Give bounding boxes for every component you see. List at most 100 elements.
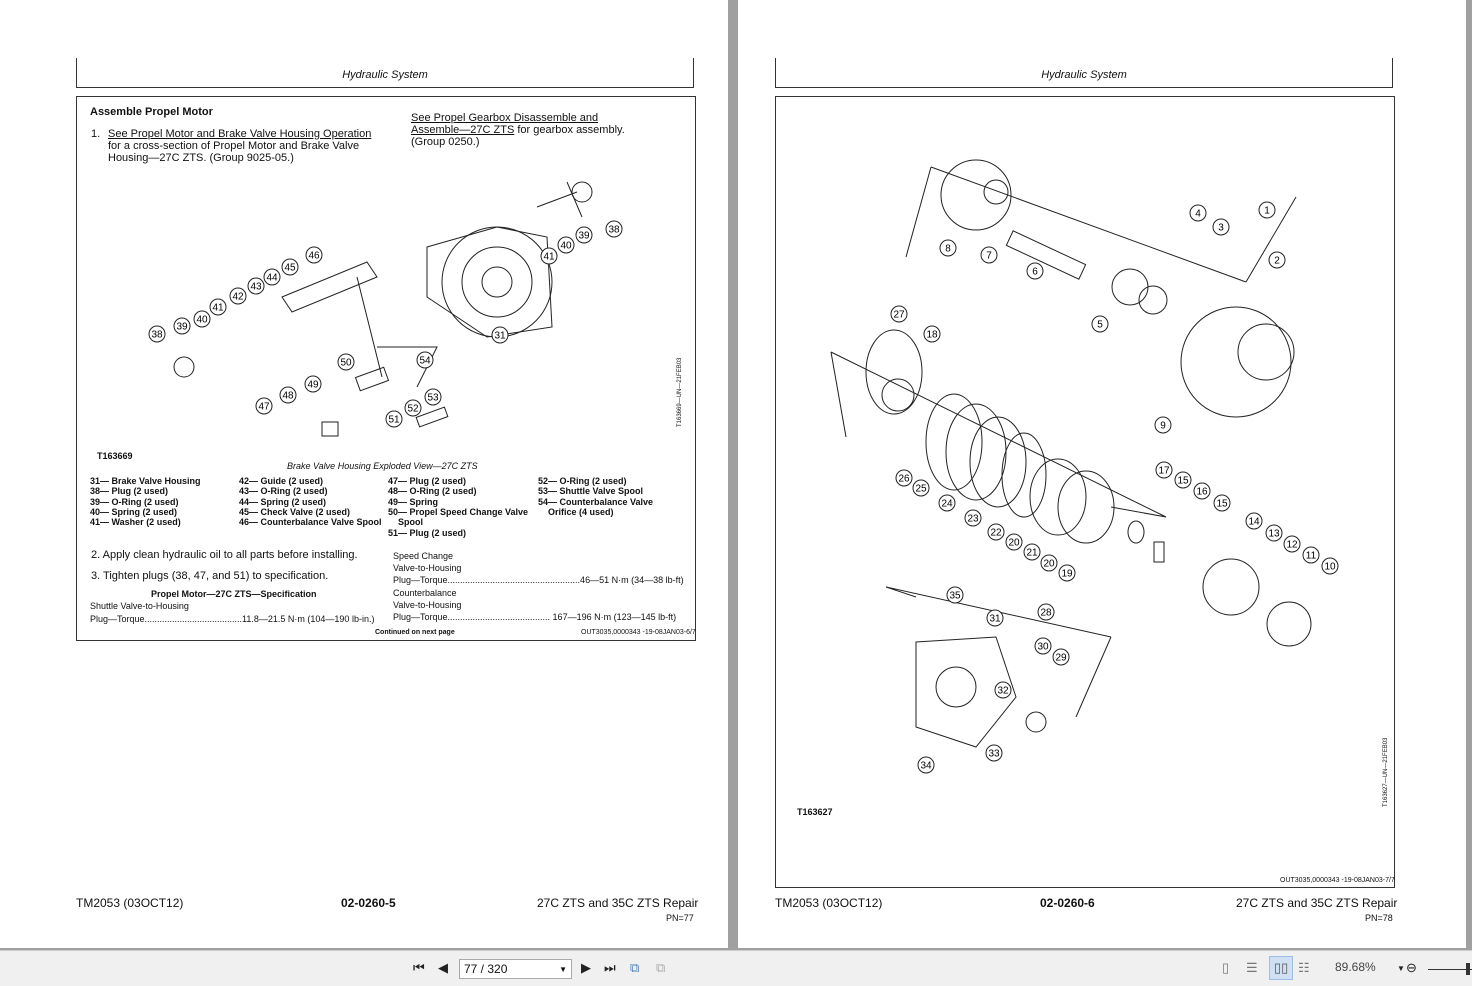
legend-item: 47— Plug (2 used) — [388, 476, 467, 486]
chevron-down-icon[interactable]: ▼ — [559, 965, 567, 974]
callout-circle — [1268, 251, 1286, 269]
exploded-view-diagram: 8765431227189171516151413121110262524232… — [830, 159, 1339, 774]
callout-circle — [895, 469, 913, 487]
zoom-level[interactable]: 89.68% — [1335, 960, 1376, 974]
callout-circle — [575, 226, 593, 244]
callout-label: 41 — [212, 303, 224, 314]
callout-label: 3 — [1218, 223, 1224, 234]
callout-label: 5 — [1097, 320, 1103, 331]
legend-item: 50— Propel Speed Change Valve — [388, 506, 529, 517]
callout-circle — [424, 388, 442, 406]
callout-circle — [938, 494, 956, 512]
legend-item: 54— Counterbalance Valve — [538, 496, 654, 507]
callout-circle — [209, 298, 227, 316]
zoom-slider-handle[interactable] — [1466, 963, 1470, 975]
callout-circle — [173, 317, 191, 335]
callout-label: 49 — [307, 380, 319, 391]
callout-circle — [1091, 315, 1109, 333]
callout-label: 23 — [967, 514, 979, 525]
footer-left: TM2053 (03OCT12) — [775, 896, 883, 910]
callout-label: 6 — [1032, 267, 1038, 278]
callout-circle — [281, 258, 299, 276]
callout-circle — [1154, 416, 1172, 434]
callout-circle — [540, 247, 558, 265]
callout-label: 40 — [560, 241, 572, 252]
figure-id: T163669 — [97, 451, 133, 461]
callout-circle — [1034, 637, 1052, 655]
callout-label: 39 — [176, 322, 188, 333]
callout-circle — [1258, 201, 1276, 219]
legend-item: 48— O-Ring (2 used) — [388, 486, 477, 497]
previous-view-icon[interactable]: ⧉ — [630, 960, 640, 975]
callout-circle — [247, 277, 265, 295]
page-number-value: 77 / 320 — [464, 962, 508, 976]
callout-label: 17 — [1158, 466, 1170, 477]
callout-circle — [404, 399, 422, 417]
callout-circle — [1321, 557, 1339, 575]
operation-link[interactable]: See Propel Motor and Brake Valve Housing… — [108, 128, 372, 140]
gearbox-link[interactable]: See Propel Gearbox Disassemble and — [411, 112, 599, 124]
footer-page-number: 02-0260-5 — [341, 896, 396, 910]
previous-page-icon[interactable]: ◀ — [438, 960, 448, 975]
callout-circle — [939, 239, 957, 257]
callout-circle — [1265, 524, 1283, 542]
callout-circle — [605, 220, 623, 238]
left-page: Hydraulic System Assemble Propel Motor 1… — [0, 0, 728, 948]
callout-label: 9 — [1160, 421, 1166, 432]
continuous-page-icon[interactable]: ☰ — [1246, 960, 1258, 975]
callout-label: 14 — [1248, 517, 1260, 528]
legend-item: 42— Guide (2 used) — [239, 476, 324, 486]
first-page-icon[interactable]: ⏮ — [413, 960, 425, 975]
callout-circle — [946, 586, 964, 604]
callout-label: 16 — [1196, 487, 1208, 498]
callout-circle — [890, 305, 908, 323]
single-page-icon[interactable]: ▯ — [1222, 960, 1230, 975]
two-page-icon[interactable]: ▯▯ — [1269, 956, 1294, 980]
next-view-icon[interactable]: ⧉ — [656, 960, 666, 975]
callout-circle — [1189, 204, 1207, 222]
callout-circle — [1213, 494, 1231, 512]
footer-left: TM2053 (03OCT12) — [76, 896, 184, 910]
callout-label: 28 — [1040, 608, 1052, 619]
step-2: 2. Apply clean hydraulic oil to all part… — [91, 549, 358, 561]
spec-text: Counterbalance — [393, 588, 457, 598]
zoom-out-icon[interactable]: ⊖ — [1406, 960, 1417, 975]
callout-circle — [1193, 482, 1211, 500]
callout-circle — [1058, 564, 1076, 582]
two-page-continuous-icon[interactable]: ☷ — [1298, 960, 1310, 975]
zoom-slider[interactable] — [1428, 969, 1472, 970]
callout-circle — [964, 509, 982, 527]
figure-side-id: T163669—UN—21FEB03 — [677, 357, 683, 427]
content-box: Assemble Propel Motor 1. See Propel Moto… — [76, 96, 696, 641]
callout-circle — [1052, 648, 1070, 666]
callout-circle — [491, 326, 509, 344]
callout-label: 12 — [1286, 540, 1298, 551]
callout-circle — [263, 268, 281, 286]
callout-circle — [385, 410, 403, 428]
callout-circle — [304, 375, 322, 393]
callout-label: 11 — [1306, 551, 1317, 562]
spec-title: Propel Motor—27C ZTS—Specification — [151, 589, 317, 599]
next-page-icon[interactable]: ▶ — [581, 960, 591, 975]
footer-pn: PN=77 — [666, 913, 694, 923]
step-text: Housing—27C ZTS. (Group 9025-05.) — [108, 152, 294, 164]
zoom-dropdown-icon[interactable]: ▼ — [1397, 964, 1405, 973]
callout-circle — [557, 236, 575, 254]
page-number-input[interactable]: 77 / 320 ▼ — [459, 959, 572, 979]
callout-circle — [1245, 512, 1263, 530]
callout-circle — [305, 246, 323, 264]
spec-text: Valve-to-Housing — [393, 563, 462, 573]
callout-label: 41 — [543, 252, 555, 263]
callout-label: 47 — [258, 402, 270, 413]
legend-item: 39— O-Ring (2 used) — [90, 496, 179, 507]
gearbox-link-2[interactable]: Assemble—27C ZTS — [411, 124, 515, 136]
callout-circle — [986, 609, 1004, 627]
legend-item: 53— Shuttle Valve Spool — [538, 486, 644, 497]
last-page-icon[interactable]: ⏭ — [604, 960, 616, 975]
see-text: for gearbox assembly. — [514, 124, 625, 136]
callout-circle — [1212, 218, 1230, 236]
callout-label: 10 — [1324, 562, 1336, 573]
callout-circle — [987, 523, 1005, 541]
see-text: (Group 0250.) — [411, 136, 480, 148]
